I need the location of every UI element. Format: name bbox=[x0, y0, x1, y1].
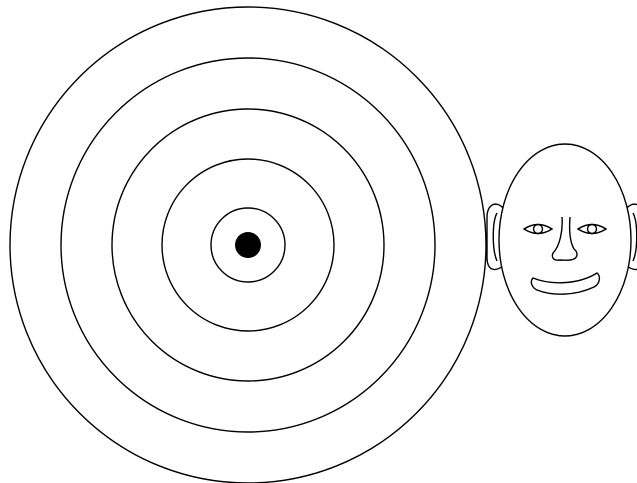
target bbox=[10, 7, 486, 483]
head-outline bbox=[499, 144, 631, 336]
target-center-dot bbox=[235, 232, 261, 258]
face bbox=[487, 144, 637, 336]
